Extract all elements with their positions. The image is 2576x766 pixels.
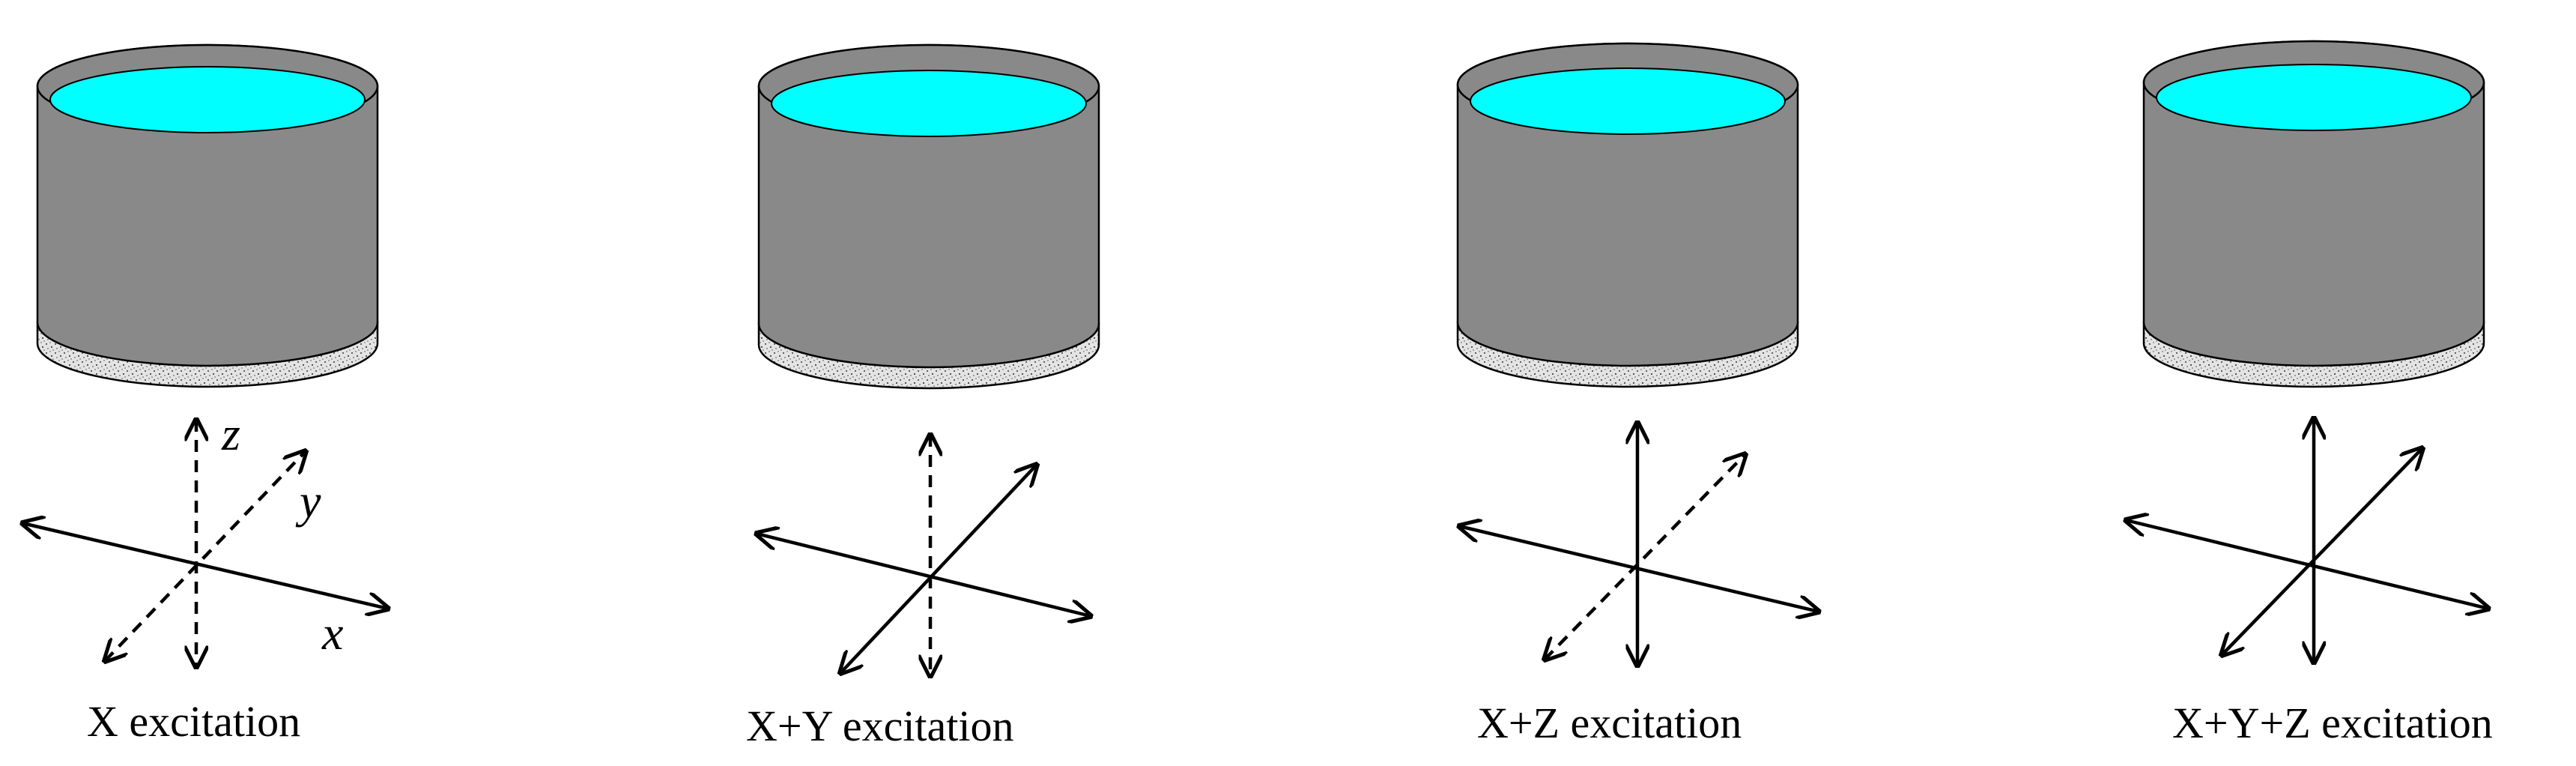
tank [1456,42,1799,388]
caption-x-y-excitation: X+Y excitation [746,702,1014,750]
tank [36,43,379,388]
y-axis-arrow [840,465,1037,673]
tank [757,43,1100,390]
water-surface [2156,64,2472,131]
water-surface [771,70,1087,137]
x-axis-label: x [321,606,343,660]
x-axis-arrow [22,523,388,609]
panel-x-y-z-excitation: X+Y+Z excitation [2126,40,2493,747]
panel-x-y-excitation: X+Y excitation [746,43,1100,750]
caption-x-z-excitation: X+Z excitation [1477,699,1742,747]
y-axis-label: y [295,474,321,528]
axis-triad [2126,418,2488,663]
axis-triad [1459,423,1819,666]
tank [2142,40,2485,388]
axis-triad [22,420,388,667]
x-axis-arrow [2126,520,2488,609]
z-axis-label: z [221,407,240,460]
y-axis-arrow [105,451,306,661]
y-axis-arrow [1545,454,1745,660]
caption-x-y-z-excitation: X+Y+Z excitation [2172,699,2493,747]
panel-x-excitation: z y x X excitation [22,43,388,746]
panel-x-z-excitation: X+Z excitation [1456,42,1819,747]
axis-triad [757,435,1091,676]
water-surface [1470,67,1786,135]
caption-x-excitation: X excitation [87,697,300,746]
x-axis-arrow [757,534,1091,616]
water-surface [49,66,366,133]
